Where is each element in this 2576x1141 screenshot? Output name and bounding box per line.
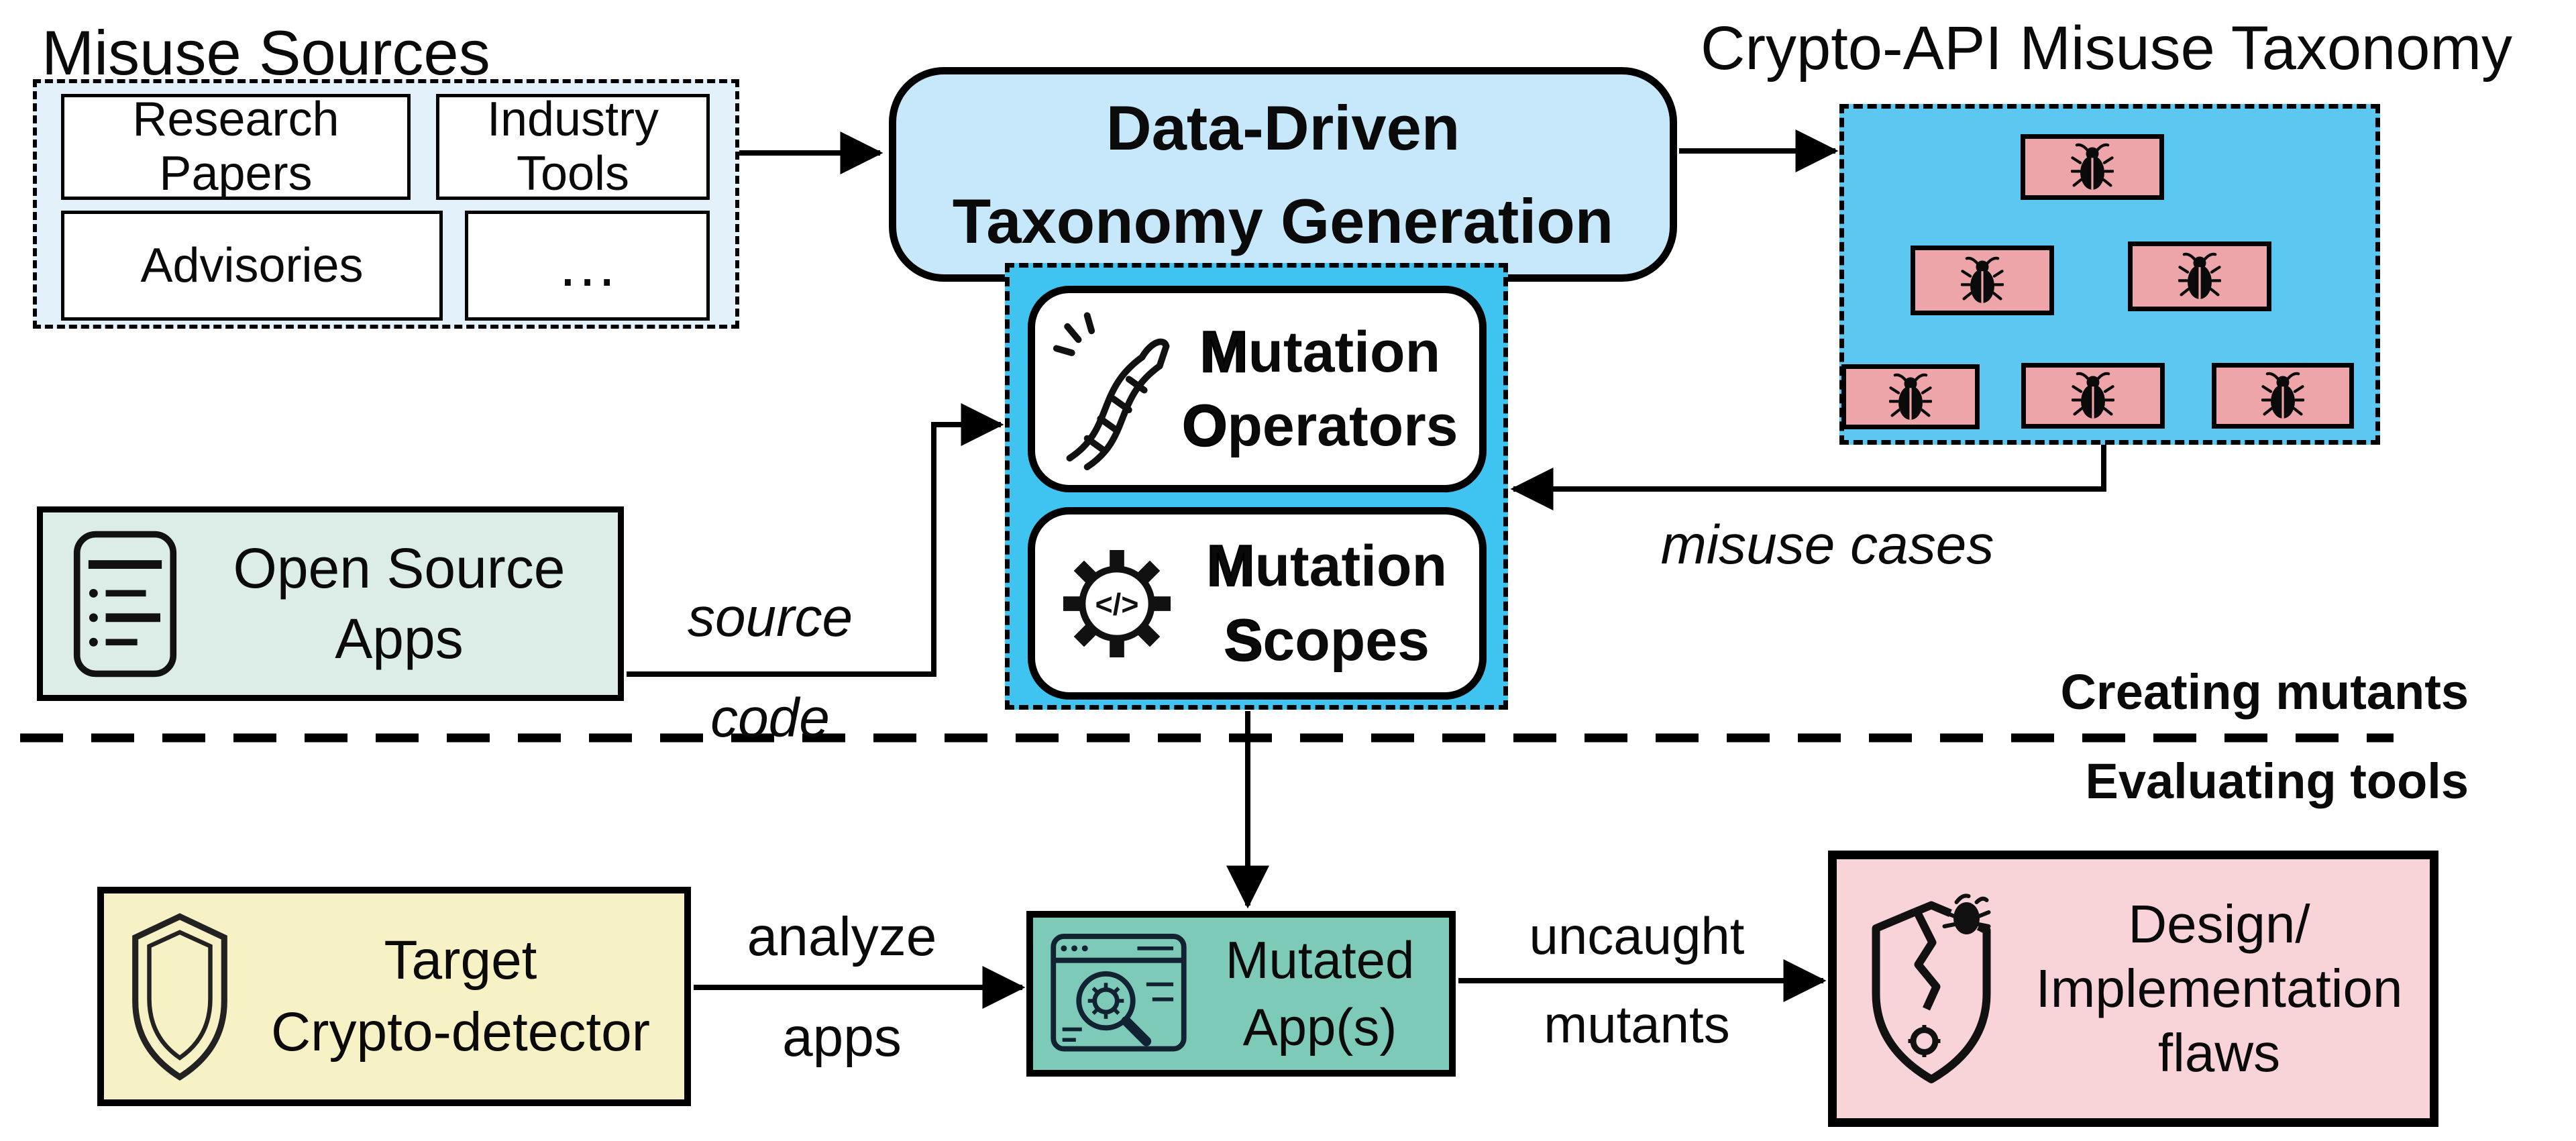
source-industry-tools: Industry Tools bbox=[436, 93, 710, 201]
label-part: M bbox=[1206, 533, 1256, 600]
label-line: Design/ bbox=[2128, 894, 2310, 954]
bug-icon bbox=[2261, 372, 2304, 419]
taxonomy-node bbox=[2021, 363, 2165, 429]
phase-evaluating-tools: Evaluating tools bbox=[2085, 753, 2469, 809]
label-line: Advisories bbox=[140, 238, 364, 292]
mutated-apps-box: Mutated App(s) bbox=[1026, 911, 1456, 1077]
taxonomy-node bbox=[2212, 363, 2354, 429]
label-line: Papers bbox=[159, 147, 313, 201]
label-line: Data-Driven bbox=[1106, 92, 1460, 163]
design-implementation-flaws-label: Design/ Implementation flaws bbox=[2008, 892, 2430, 1085]
label-part: S bbox=[1224, 607, 1264, 673]
uncaught-mutants-label-line2: mutants bbox=[1544, 995, 1730, 1054]
label-line: Mutated bbox=[1225, 930, 1415, 989]
label-part: M bbox=[1199, 319, 1249, 386]
label-line: Taxonomy Generation bbox=[952, 186, 1614, 256]
bug-icon bbox=[2178, 252, 2221, 299]
analyze-apps-label-line2: apps bbox=[782, 1007, 902, 1068]
mutation-scopes-label: Mutation Scopes bbox=[1184, 529, 1479, 677]
label-line: Implementation bbox=[2035, 959, 2403, 1018]
label-line: Industry bbox=[486, 93, 659, 147]
misuse-sources-title: Misuse Sources bbox=[42, 17, 490, 88]
mutation-operators-label: Mutation Operators bbox=[1171, 315, 1479, 463]
taxonomy-title: Crypto-API Misuse Taxonomy bbox=[1700, 14, 2513, 83]
source-more-ellipsis: … bbox=[465, 211, 710, 321]
label-part: copes bbox=[1263, 608, 1430, 673]
broken-shield-bug-icon bbox=[1872, 893, 1991, 1083]
label-line: Tools bbox=[516, 147, 630, 201]
data-driven-taxonomy-generation-box: Data-Driven Taxonomy Generation bbox=[889, 67, 1677, 282]
taxonomy-node bbox=[1841, 364, 1980, 429]
open-source-apps-box: Open Source Apps bbox=[37, 506, 624, 701]
taxonomy-node bbox=[1911, 246, 2054, 315]
mutation-operators-box: Mutation Operators bbox=[1028, 286, 1487, 492]
mutation-scopes-box: </> Mutation Scopes bbox=[1028, 507, 1487, 700]
mutated-apps-label: Mutated App(s) bbox=[1191, 927, 1449, 1061]
label-part: O bbox=[1181, 393, 1228, 459]
phase-creating-mutants: Creating mutants bbox=[2060, 664, 2469, 720]
label-part: utation bbox=[1254, 534, 1448, 599]
source-research-papers: Research Papers bbox=[61, 93, 411, 201]
app-bug-scan-icon bbox=[1051, 933, 1187, 1051]
analyze-apps-label-line1: analyze bbox=[747, 906, 937, 967]
design-implementation-flaws-box: Design/ Implementation flaws bbox=[1828, 851, 2438, 1127]
bug-icon bbox=[1889, 373, 1932, 420]
source-code-label-line2: code bbox=[710, 688, 830, 749]
taxonomy-node bbox=[2128, 241, 2271, 311]
app-list-icon bbox=[73, 531, 177, 677]
label-line: Research bbox=[132, 93, 339, 147]
source-advisories: Advisories bbox=[61, 211, 443, 321]
label-line: … bbox=[556, 231, 619, 300]
gear-code-icon: </> bbox=[1063, 549, 1171, 657]
dna-icon bbox=[1053, 312, 1170, 471]
label-line: Crypto-detector bbox=[270, 1001, 651, 1063]
misuse-cases-label: misuse cases bbox=[1660, 514, 1994, 576]
code-glyph: </> bbox=[1095, 587, 1138, 621]
label-line: App(s) bbox=[1242, 997, 1397, 1056]
label-line: Open Source bbox=[233, 537, 566, 600]
uncaught-mutants-label-line1: uncaught bbox=[1529, 906, 1745, 965]
bug-icon bbox=[2072, 372, 2114, 419]
label-line: Target bbox=[384, 929, 537, 991]
label-part: perators bbox=[1227, 394, 1458, 458]
source-code-label-line1: source bbox=[687, 587, 853, 648]
label-part: utation bbox=[1248, 319, 1441, 384]
bug-icon bbox=[2071, 143, 2114, 190]
target-crypto-detector-label: Target Crypto-detector bbox=[237, 925, 684, 1068]
taxonomy-node bbox=[2021, 134, 2164, 200]
open-source-apps-label: Open Source Apps bbox=[180, 533, 618, 674]
shield-icon bbox=[132, 912, 227, 1081]
bug-icon bbox=[1961, 256, 2004, 303]
label-line: Apps bbox=[335, 607, 464, 670]
label-line: flaws bbox=[2157, 1023, 2281, 1083]
target-crypto-detector-box: Target Crypto-detector bbox=[97, 887, 691, 1106]
